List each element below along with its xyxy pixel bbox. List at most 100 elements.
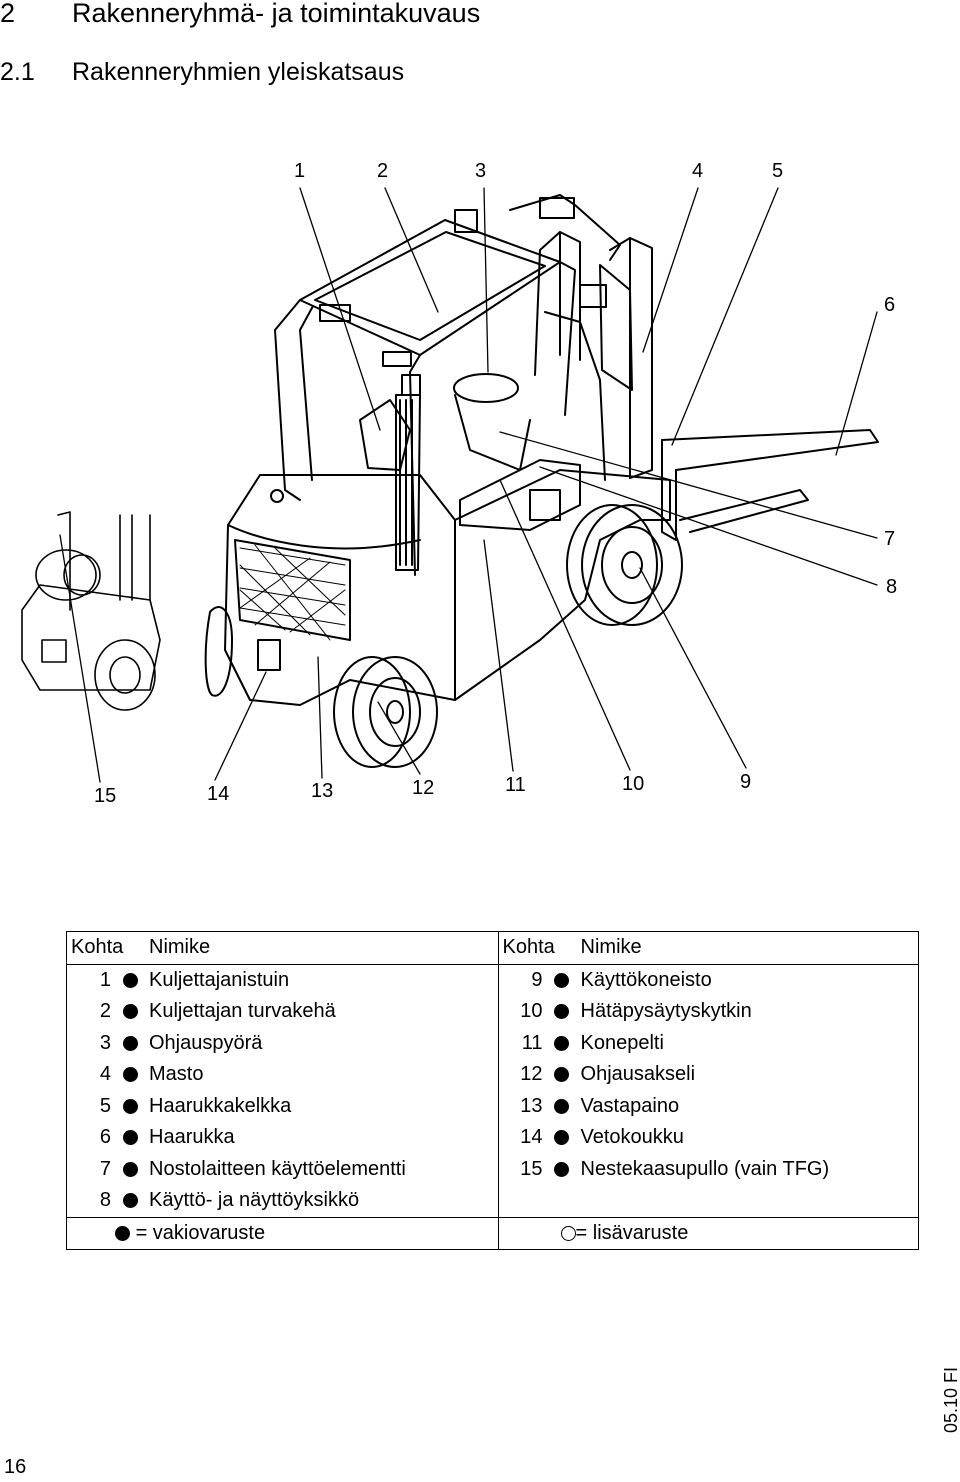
chapter-number: 2 <box>0 0 16 28</box>
item-number: 11 <box>497 1027 547 1059</box>
table-header-row: Kohta Nimike Kohta Nimike <box>66 931 919 965</box>
item-number: 7 <box>99 1157 111 1180</box>
item-number: 8 <box>99 1189 111 1212</box>
section-number: 2.1 <box>0 58 35 86</box>
table-row: 2 Kuljettajan turvakehä 10 Hätäpysäytysk… <box>67 996 919 1028</box>
item-number: 10 <box>497 996 547 1028</box>
table-row: 6 Haarukka 14 Vetokoukku <box>67 1122 919 1154</box>
item-number: 13 <box>497 1090 547 1122</box>
table-row: 5 Haarukkakelkka 13 Vastapaino <box>67 1090 919 1123</box>
bullet-icon <box>547 1059 577 1091</box>
mast <box>509 194 653 479</box>
parts-table: Kohta Nimike Kohta Nimike 1 Kuljettajani… <box>66 931 919 1250</box>
item-name: Käyttökoneisto <box>580 968 712 991</box>
callout-10: 10 <box>622 773 644 795</box>
bullet-icon <box>547 1091 577 1123</box>
callout-3: 3 <box>475 160 486 182</box>
header-nimike-right: Nimike <box>576 931 919 965</box>
bullet-icon <box>115 1154 145 1186</box>
callout-14: 14 <box>207 783 229 805</box>
table-row: 3 Ohjauspyörä 11 Konepelti <box>67 1027 919 1060</box>
grille <box>239 544 346 641</box>
callout-15: 15 <box>94 785 116 807</box>
item-name: Vastapaino <box>580 1094 680 1117</box>
bullet-icon <box>547 1154 577 1186</box>
table-row: 1 Kuljettajanistuin 9 Käyttökoneisto <box>67 964 919 996</box>
item-name: Nestekaasupullo (vain TFG) <box>580 1157 830 1180</box>
bullet-icon <box>115 1028 145 1060</box>
item-number: 12 <box>497 1059 547 1091</box>
section-title: Rakenneryhmien yleiskatsaus <box>72 58 405 86</box>
callouts-bottom: 15 14 13 12 11 10 9 <box>94 771 751 807</box>
open-bullet-icon <box>560 1225 576 1241</box>
left-rear-tire <box>204 606 233 697</box>
truck-body <box>224 459 671 706</box>
table-row: 7 Nostolaitteen käyttöelementti 15 Neste… <box>67 1153 919 1186</box>
item-name: Käyttö- ja näyttöyksikkö <box>149 1189 360 1212</box>
chapter-heading: 2 Rakenneryhmä- ja toimintakuvaus <box>0 0 480 29</box>
legend-optional-text: = lisävaruste <box>575 1221 689 1244</box>
callout-4: 4 <box>692 160 703 182</box>
tilt-cylinder <box>395 374 421 571</box>
legend-standard-text: = vakiovaruste <box>135 1221 266 1244</box>
item-number: 9 <box>497 964 547 996</box>
item-name: Haarukka <box>149 1126 235 1149</box>
legend-optional: = lisävaruste <box>546 1216 919 1250</box>
callout-13: 13 <box>311 780 333 802</box>
bullet-icon <box>547 964 577 996</box>
callout-2: 2 <box>377 160 388 182</box>
filled-bullet-icon <box>115 1225 130 1241</box>
item-number: 6 <box>99 1126 111 1149</box>
bullet-icon <box>115 964 145 996</box>
bullet-icon <box>115 1059 145 1091</box>
bullet-icon <box>115 1185 145 1217</box>
item-number: 15 <box>497 1153 547 1185</box>
callout-6: 6 <box>884 294 895 316</box>
callout-8: 8 <box>886 576 897 598</box>
item-name: Konepelti <box>580 1031 664 1054</box>
callouts-top: 1 2 3 4 5 <box>294 160 783 182</box>
legend-row: = vakiovaruste = lisävaruste <box>66 1216 919 1250</box>
callout-1: 1 <box>294 160 305 182</box>
bullet-icon <box>115 996 145 1028</box>
header-nimike-left: Nimike <box>145 931 499 965</box>
item-number: 2 <box>99 1000 111 1023</box>
page-number: 16 <box>4 1456 27 1478</box>
section-heading: 2.1 Rakenneryhmien yleiskatsaus <box>0 58 404 87</box>
rear-wheel <box>333 656 438 768</box>
overhead-guard <box>274 209 607 576</box>
header-kohta-right: Kohta <box>497 931 577 965</box>
bullet-icon <box>115 1122 145 1154</box>
item-number: 5 <box>99 1094 111 1117</box>
forklift-illustration: 1 2 3 4 5 6 7 8 15 14 13 12 11 10 9 <box>21 160 897 807</box>
item-number: 1 <box>99 968 111 991</box>
seat-steering <box>359 373 531 471</box>
callout-11: 11 <box>505 774 526 796</box>
inset-truck <box>21 511 161 711</box>
footer-date: 05.10 FI <box>941 1366 960 1433</box>
item-number: 14 <box>497 1122 547 1154</box>
chapter-title: Rakenneryhmä- ja toimintakuvaus <box>72 0 481 28</box>
item-name: Ohjauspyörä <box>149 1031 263 1054</box>
item-number: 3 <box>99 1031 111 1054</box>
item-name <box>577 1185 919 1217</box>
bullet-icon <box>547 1122 577 1154</box>
front-wheel <box>566 504 683 626</box>
item-name: Hätäpysäytyskytkin <box>580 1000 752 1023</box>
item-name: Ohjausakseli <box>580 1063 696 1086</box>
item-name: Kuljettajan turvakehä <box>149 1000 336 1023</box>
legend-standard: = vakiovaruste <box>115 1216 499 1250</box>
callout-9: 9 <box>740 771 751 793</box>
bullet-icon <box>115 1091 145 1123</box>
item-number <box>497 1185 547 1217</box>
leader-lines <box>59 187 878 783</box>
table-row: 8 Käyttö- ja näyttöyksikkö <box>67 1185 919 1217</box>
item-name: Vetokoukku <box>580 1126 684 1149</box>
callout-5: 5 <box>772 160 783 182</box>
bullet-icon <box>547 1028 577 1060</box>
bullet-icon <box>547 996 577 1028</box>
header-kohta-left: Kohta <box>66 931 145 965</box>
callouts-right: 6 7 8 <box>884 294 897 598</box>
item-number: 4 <box>99 1063 111 1086</box>
table-row: 4 Masto 12 Ohjausakseli <box>67 1059 919 1091</box>
